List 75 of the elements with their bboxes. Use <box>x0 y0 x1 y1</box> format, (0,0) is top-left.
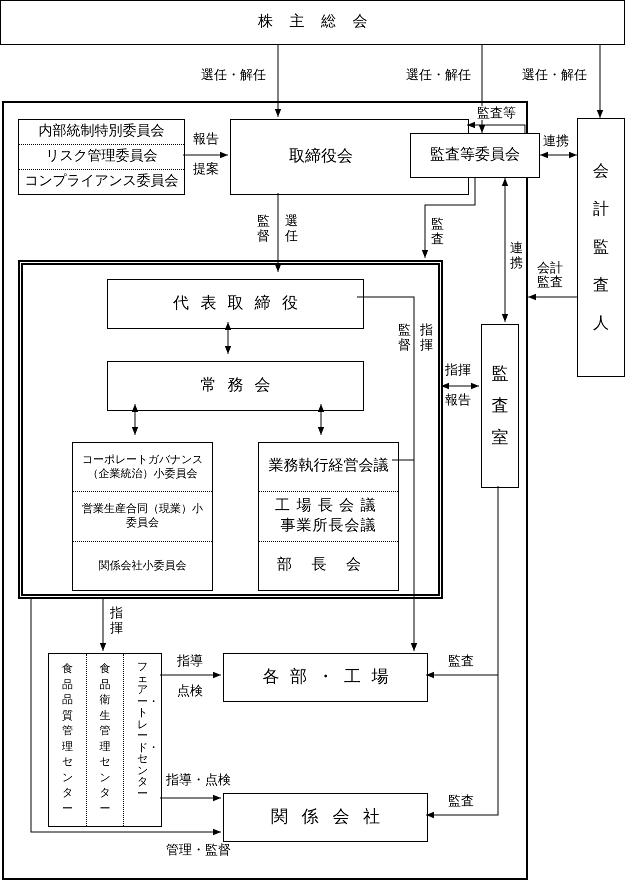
edge-label: 管理・監督 <box>165 843 232 858</box>
side-label: 点検 <box>176 684 204 698</box>
arrow <box>440 382 480 390</box>
affiliate-box <box>223 793 428 842</box>
committee-row: リスク管理委員会 <box>19 144 184 169</box>
meeting-row: 工場長会議 <box>259 491 398 516</box>
arrow <box>596 44 604 118</box>
side-label: 監督 <box>257 213 270 245</box>
committee-box <box>410 133 540 178</box>
arrow <box>466 122 526 134</box>
committee-row: コンプライアンス委員会 <box>19 169 184 194</box>
edge-label: 指揮 <box>444 363 472 378</box>
edge-label: 連携 <box>510 240 523 272</box>
edge-label: 連携 <box>542 134 570 148</box>
arrow <box>422 178 476 258</box>
arrow <box>182 152 228 158</box>
arrow <box>274 44 282 118</box>
meeting-box <box>0 0 625 45</box>
meeting-list-box <box>258 442 399 591</box>
side-label: 提案 <box>192 162 220 176</box>
box-title: 監査室 <box>492 363 508 449</box>
committee-box <box>18 119 185 195</box>
committee-row-text: コーポレートガバナンス（企業統治）小委員会 <box>81 452 204 482</box>
arrow <box>318 404 324 436</box>
arrow <box>160 672 222 678</box>
auditor-box <box>577 118 625 377</box>
center-column: 食品品質管理センター <box>49 654 86 826</box>
edge-label: 指導・点検 <box>165 773 232 788</box>
side-label: 監督 <box>398 322 411 354</box>
committee-row: 関係会社小委員会 <box>73 540 212 590</box>
box-title: 会計監査人 <box>593 162 609 334</box>
committee-row: 営業生産合同（現業）小委員会 <box>73 491 212 541</box>
arrow <box>30 596 222 836</box>
center-box <box>48 653 162 827</box>
edge-label: 報告 <box>192 132 220 146</box>
subcommittee-box <box>72 442 213 591</box>
executive-frame <box>18 260 443 599</box>
arrow <box>528 294 578 300</box>
box-title: 関係会社 <box>271 808 394 827</box>
edge-label: 選任・解任 <box>405 68 472 82</box>
edge-label: 指導 <box>176 654 204 668</box>
arrow <box>160 794 222 802</box>
meeting-row-text: 事業所長会議 <box>280 516 378 536</box>
edge-label: 監査 <box>447 654 475 668</box>
side-label: 報告 <box>444 393 472 408</box>
arrow <box>392 460 418 652</box>
edge-label: 選任 <box>285 213 298 245</box>
edge-label: 選任・解任 <box>521 68 588 82</box>
arrow <box>502 178 508 322</box>
committee-row-text: 内部統制特別委員会 <box>38 122 166 141</box>
box-title: 各部・工場 <box>262 668 399 687</box>
executive-box <box>107 279 364 329</box>
arrow <box>540 152 578 158</box>
arrow <box>274 192 282 272</box>
box-title: 代表取締役 <box>173 295 310 313</box>
edge-label: 監査 <box>447 794 475 808</box>
edge-label: 監査等 <box>476 106 517 120</box>
center-column: 食品衛生管理センター <box>86 654 124 826</box>
center-column: フェアー・トレード・センター <box>123 654 162 826</box>
meeting-row-text: 業務執行経営会議 <box>268 456 390 476</box>
box-title: 常務会 <box>200 377 282 395</box>
arrow <box>224 322 232 354</box>
box-title: 取締役会 <box>289 148 353 166</box>
meeting-row: 部長会 <box>259 540 398 590</box>
box-title: 監査等委員会 <box>430 147 520 164</box>
council-box <box>107 361 364 411</box>
arrow <box>132 404 138 436</box>
box-title: 株主総会 <box>258 14 384 31</box>
audit-office-box <box>481 324 519 488</box>
edge-label: 選任・解任 <box>200 68 267 82</box>
arrow <box>100 596 106 652</box>
department-box <box>223 653 428 702</box>
arrow <box>426 486 498 818</box>
edge-label: 指揮 <box>110 605 123 637</box>
edge-label: 指揮 <box>420 322 433 354</box>
